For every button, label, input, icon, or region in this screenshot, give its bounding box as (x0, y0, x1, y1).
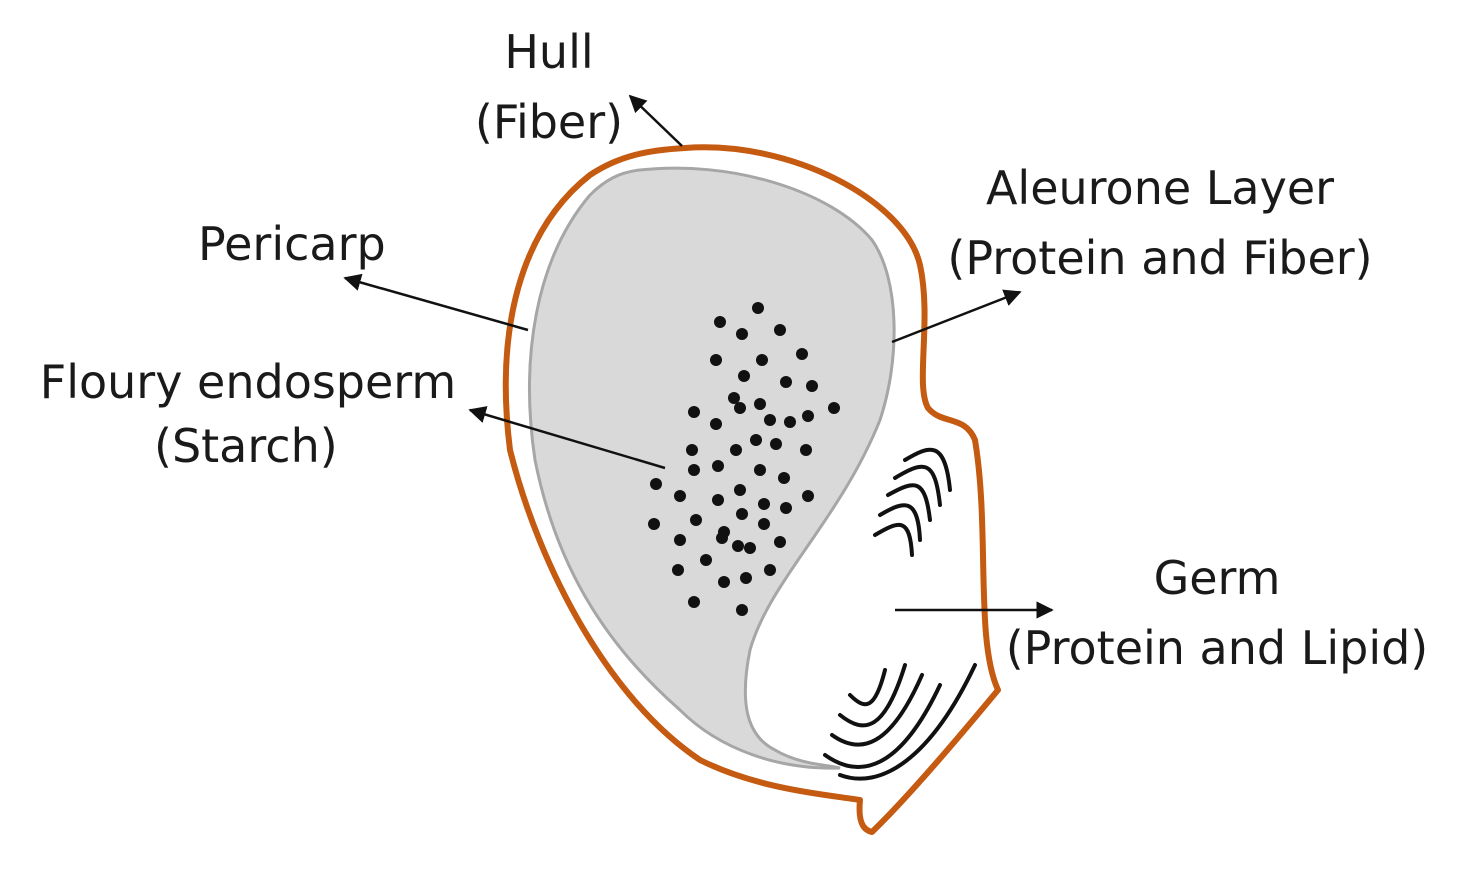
starch-granule (750, 434, 762, 446)
starch-granule (744, 542, 756, 554)
hull-label-component: (Fiber) (474, 95, 624, 149)
starch-granule (740, 572, 752, 584)
starch-granule (688, 596, 700, 608)
starch-granule (716, 532, 728, 544)
starch-granule (648, 518, 660, 530)
starch-granule (796, 348, 808, 360)
starch-granule (714, 316, 726, 328)
starch-granule (780, 502, 792, 514)
starch-granule (688, 406, 700, 418)
starch-granule (712, 494, 724, 506)
starch-granule (802, 410, 814, 422)
pericarp-pointer-arrow (343, 273, 529, 332)
starch-granule (806, 380, 818, 392)
hull-pointer-arrow (628, 94, 683, 147)
starch-granules (648, 302, 840, 616)
starch-granule (736, 508, 748, 520)
starch-granule (674, 534, 686, 546)
aleurone-label-component: (Protein and Fiber) (947, 231, 1373, 285)
aleurone-label: Aleurone Layer (Protein and Fiber) (930, 156, 1390, 290)
starch-granule (778, 472, 790, 484)
germ-label: Germ (Protein and Lipid) (994, 546, 1440, 680)
starch-granule (802, 490, 814, 502)
starch-granule (710, 354, 722, 366)
starch-granule (688, 464, 700, 476)
endosperm-pointer-arrow (468, 406, 666, 470)
starch-granule (674, 490, 686, 502)
starch-granule (730, 444, 742, 456)
aleurone-pointer-arrow (891, 289, 1022, 344)
starch-granule (712, 460, 724, 472)
starch-granule (784, 416, 796, 428)
hull-label-name: Hull (504, 25, 594, 79)
aleurone-label-name: Aleurone Layer (985, 161, 1335, 215)
starch-granule (764, 414, 776, 426)
pericarp-label: Pericarp (198, 212, 386, 276)
starch-granule (780, 376, 792, 388)
starch-granule (752, 302, 764, 314)
starch-granule (728, 392, 740, 404)
starch-granule (770, 438, 782, 450)
starch-granule (828, 402, 840, 414)
starch-granule (736, 604, 748, 616)
endosperm-label-component: (Starch) (154, 419, 338, 473)
starch-granule (758, 498, 770, 510)
starch-granule (774, 536, 786, 548)
starch-granule (774, 324, 786, 336)
starch-granule (690, 514, 702, 526)
starch-granule (754, 464, 766, 476)
starch-granule (732, 540, 744, 552)
germ-label-component: (Protein and Lipid) (1005, 621, 1429, 675)
starch-granule (738, 370, 750, 382)
germ-lines-lower (823, 663, 977, 781)
starch-granule (800, 444, 812, 456)
starch-granule (650, 478, 662, 490)
starch-granule (734, 484, 746, 496)
starch-granule (718, 576, 730, 588)
starch-granule (686, 444, 698, 456)
starch-granule (754, 398, 766, 410)
germ-lines-upper (873, 447, 952, 557)
starch-granule (700, 554, 712, 566)
hull-outline (502, 144, 1001, 835)
starch-granule (756, 354, 768, 366)
starch-granule (734, 402, 746, 414)
starch-granule (736, 328, 748, 340)
starch-granule (672, 564, 684, 576)
starch-granule (758, 518, 770, 530)
endosperm-region (528, 166, 896, 770)
starch-granule (710, 418, 722, 430)
starch-granule (764, 564, 776, 576)
hull-label: Hull (Fiber) (465, 20, 633, 154)
endosperm-label: Floury endosperm (Starch) (26, 350, 470, 478)
pericarp-label-name: Pericarp (198, 217, 386, 271)
germ-label-name: Germ (1153, 551, 1281, 605)
endosperm-label-name: Floury endosperm (39, 355, 457, 409)
